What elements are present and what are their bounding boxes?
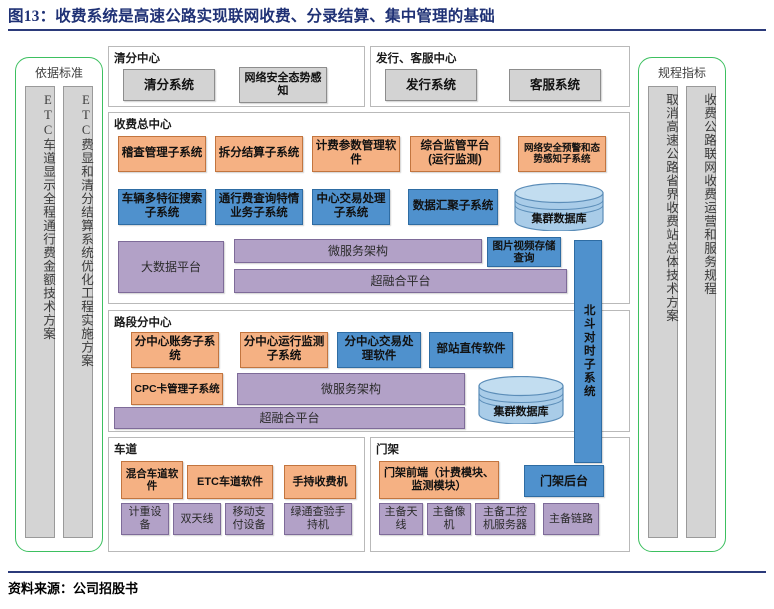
group-title-toll-main-center: 收费总中心 (114, 119, 172, 131)
node-sub-center-accounting-subsystem[interactable]: 分中心账务子系统 (131, 332, 219, 368)
group-title-lane: 车道 (114, 444, 137, 456)
node-main-backup-camera[interactable]: 主备像机 (427, 503, 471, 535)
node-network-security-situational-awareness[interactable]: 网络安全态势感知 (239, 67, 327, 103)
node-issuing-system[interactable]: 发行系统 (385, 69, 477, 101)
group-issuing-service-center: 发行、客服中心 发行系统 客服系统 (370, 46, 630, 107)
standard-item-etc-fee-display: ETC费显和清分结算系统优化工程实施方案 (63, 86, 93, 538)
left-standards-panel: 依据标准 ETC车道显示全程通行费金额技术方案 ETC费显和清分结算系统优化工程… (15, 57, 103, 552)
cluster-database-cylinder-main: 集群数据库 (513, 183, 605, 231)
node-main-backup-antenna[interactable]: 主备天线 (379, 503, 423, 535)
group-title-section-sub-center: 路段分中心 (114, 317, 172, 329)
node-toll-query-special-case-subsystem[interactable]: 通行费查询特情业务子系统 (215, 189, 303, 225)
node-sub-center-transaction-processing-software[interactable]: 分中心交易处理软件 (337, 332, 421, 368)
node-network-security-warning-subsystem[interactable]: 网络安全预警和态势感知子系统 (518, 136, 606, 172)
node-green-channel-inspection-handheld[interactable]: 绿通查验手持机 (284, 503, 352, 535)
node-customer-service-system[interactable]: 客服系统 (509, 69, 601, 101)
node-dual-antenna[interactable]: 双天线 (173, 503, 221, 535)
node-station-direct-transmission-software[interactable]: 部站直传软件 (429, 332, 513, 368)
node-data-aggregation-subsystem[interactable]: 数据汇聚子系统 (408, 189, 498, 225)
node-cpc-card-management-subsystem[interactable]: CPC卡管理子系统 (131, 373, 223, 405)
node-etc-lane-software[interactable]: ETC车道软件 (187, 465, 273, 499)
node-integrated-supervision-platform[interactable]: 综合监管平台(运行监测) (410, 136, 500, 172)
node-image-video-storage-query[interactable]: 图片视频存储查询 (487, 237, 561, 267)
cluster-database-cylinder-sub: 集群数据库 (477, 376, 565, 424)
node-mobile-payment-equipment[interactable]: 移动支付设备 (225, 503, 273, 535)
node-gantry-frontend[interactable]: 门架前端（计费模块、监测模块） (379, 461, 499, 499)
node-microservice-architecture-sub[interactable]: 微服务架构 (237, 373, 465, 405)
left-panel-title: 依据标准 (34, 66, 83, 80)
group-section-sub-center: 路段分中心 分中心账务子系统 分中心运行监测子系统 分中心交易处理软件 部站直传… (108, 310, 630, 432)
node-split-settlement-subsystem[interactable]: 拆分结算子系统 (215, 136, 303, 172)
group-lane: 车道 混合车道软件 ETC车道软件 手持收费机 计重设备 双天线 移动支付设备 … (108, 437, 365, 552)
node-main-backup-industrial-pc-server[interactable]: 主备工控机服务器 (475, 503, 535, 535)
cluster-database-label-main: 集群数据库 (531, 213, 587, 225)
node-sub-center-operation-monitoring-subsystem[interactable]: 分中心运行监测子系统 (240, 332, 328, 368)
right-panel-title: 规程指标 (657, 66, 706, 80)
source-note: 资料来源：公司招股书 (8, 581, 139, 596)
page-title: 图13：收费系统是高速公路实现联网收费、分录结算、集中管理的基础 (8, 8, 495, 25)
node-mixed-lane-software[interactable]: 混合车道软件 (121, 461, 183, 499)
node-weighing-equipment[interactable]: 计重设备 (121, 503, 169, 535)
node-hyperconverged-platform-main[interactable]: 超融合平台 (234, 269, 567, 293)
node-hyperconverged-platform-sub[interactable]: 超融合平台 (114, 407, 465, 429)
node-gantry-backend[interactable]: 门架后台 (524, 465, 604, 497)
footer-divider (8, 571, 766, 573)
regulation-item-network-toll-operation: 收费公路联网收费运营和服务规程 (686, 86, 716, 538)
node-audit-management-subsystem[interactable]: 稽查管理子系统 (118, 136, 206, 172)
standard-item-etc-lane-display: ETC车道显示全程通行费金额技术方案 (25, 86, 55, 538)
node-beidou-time-sync-subsystem[interactable]: 北斗对时子系统 (574, 240, 602, 463)
node-microservice-architecture-main[interactable]: 微服务架构 (234, 239, 482, 263)
node-main-backup-link[interactable]: 主备链路 (543, 503, 599, 535)
node-billing-parameter-management-software[interactable]: 计费参数管理软件 (312, 136, 400, 172)
group-title-clearing-center: 清分中心 (114, 53, 160, 65)
regulation-item-cancel-provincial-tollgate: 取消高速公路省界收费站总体技术方案 (648, 86, 678, 538)
group-title-issuing-service-center: 发行、客服中心 (376, 53, 457, 65)
node-big-data-platform[interactable]: 大数据平台 (118, 241, 224, 293)
cluster-database-label-sub: 集群数据库 (493, 406, 549, 418)
node-center-transaction-processing-subsystem[interactable]: 中心交易处理子系统 (312, 189, 390, 225)
group-title-gantry: 门架 (376, 444, 399, 456)
group-clearing-center: 清分中心 清分系统 网络安全态势感知 (108, 46, 365, 107)
title-divider (8, 29, 766, 31)
right-regulation-panel: 规程指标 取消高速公路省界收费站总体技术方案 收费公路联网收费运营和服务规程 (638, 57, 726, 552)
group-toll-main-center: 收费总中心 稽查管理子系统 拆分结算子系统 计费参数管理软件 综合监管平台(运行… (108, 112, 630, 304)
node-clearing-system[interactable]: 清分系统 (123, 69, 215, 101)
node-handheld-toll-machine[interactable]: 手持收费机 (284, 465, 356, 499)
node-vehicle-multifeature-search-subsystem[interactable]: 车辆多特征搜索子系统 (118, 189, 206, 225)
